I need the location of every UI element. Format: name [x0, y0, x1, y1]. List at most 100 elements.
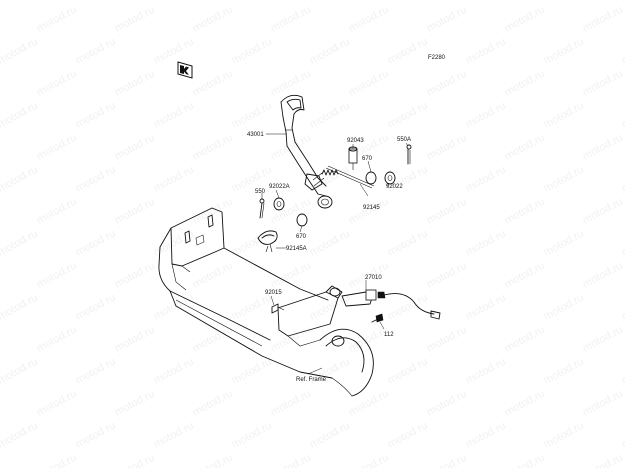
- o-ring-upper: [365, 171, 377, 185]
- kawasaki-river-mark-icon: [177, 61, 193, 79]
- watermark-text: motod.ru: [308, 0, 352, 3]
- watermark-text: motod.ru: [113, 4, 157, 35]
- watermark-text: motod.ru: [425, 68, 469, 99]
- label-92015: 92015: [265, 290, 282, 296]
- watermark-text: motod.ru: [425, 324, 469, 355]
- watermark-text: motod.ru: [347, 68, 391, 99]
- watermark-text: motod.ru: [503, 4, 547, 35]
- watermark-text: motod.ru: [191, 132, 235, 163]
- watermark-text: motod.ru: [230, 420, 274, 451]
- watermark-text: motod.ru: [35, 4, 79, 35]
- watermark-text: motod.ru: [0, 36, 40, 67]
- watermark-text: motod.ru: [230, 36, 274, 67]
- watermark-text: motod.ru: [0, 292, 40, 323]
- watermark-text: motod.ru: [0, 68, 1, 99]
- leader-lines: [261, 133, 409, 375]
- watermark-text: motod.ru: [386, 356, 430, 387]
- watermark-text: motod.ru: [0, 324, 1, 355]
- label-112: 112: [384, 332, 394, 338]
- watermark-text: motod.ru: [191, 324, 235, 355]
- watermark-text: motod.ru: [74, 356, 118, 387]
- watermark-text: motod.ru: [620, 100, 625, 131]
- watermark-text: motod.ru: [464, 228, 508, 259]
- watermark-text: motod.ru: [425, 196, 469, 227]
- watermark-text: motod.ru: [386, 36, 430, 67]
- watermark-text: motod.ru: [542, 356, 586, 387]
- watermark-text: motod.ru: [191, 4, 235, 35]
- watermark-text: motod.ru: [191, 68, 235, 99]
- watermark-text: motod.ru: [386, 420, 430, 451]
- watermark-text: motod.ru: [542, 164, 586, 195]
- cotter-pin-lower: [259, 198, 265, 219]
- watermark-text: motod.ru: [230, 356, 274, 387]
- watermark-text: motod.ru: [113, 68, 157, 99]
- watermark-text: motod.ru: [620, 0, 625, 3]
- watermark-text: motod.ru: [308, 100, 352, 131]
- watermark-text: motod.ru: [542, 228, 586, 259]
- watermark-text: motod.ru: [464, 100, 508, 131]
- watermark-text: motod.ru: [620, 292, 625, 323]
- watermark-text: motod.ru: [386, 164, 430, 195]
- label-27010: 27010: [365, 275, 382, 281]
- label-ref-frame: Ref. Frame: [296, 377, 327, 383]
- watermark-text: motod.ru: [113, 452, 157, 468]
- watermark-text: motod.ru: [113, 132, 157, 163]
- watermark-text: motod.ru: [347, 4, 391, 35]
- watermark-text: motod.ru: [464, 420, 508, 451]
- watermark-text: motod.ru: [230, 100, 274, 131]
- watermark-text: motod.ru: [35, 196, 79, 227]
- watermark-text: motod.ru: [503, 132, 547, 163]
- watermark-text: motod.ru: [581, 452, 625, 468]
- watermark-text: motod.ru: [113, 388, 157, 419]
- label-670-upper: 670: [362, 156, 373, 162]
- watermark-text: motod.ru: [0, 0, 40, 3]
- watermark-text: motod.ru: [581, 260, 625, 291]
- watermark-text: motod.ru: [308, 420, 352, 451]
- watermark-text: motod.ru: [464, 292, 508, 323]
- watermark-text: motod.ru: [308, 36, 352, 67]
- watermark-text: motod.ru: [503, 68, 547, 99]
- watermark-text: motod.ru: [0, 420, 40, 451]
- watermark-text: motod.ru: [0, 4, 1, 35]
- watermark-text: motod.ru: [503, 196, 547, 227]
- watermark-text: motod.ru: [0, 388, 1, 419]
- watermark-text: motod.ru: [152, 0, 196, 3]
- watermark-text: motod.ru: [386, 100, 430, 131]
- watermark-text: motod.ru: [74, 420, 118, 451]
- watermark-text: motod.ru: [542, 36, 586, 67]
- watermark-text: motod.ru: [620, 164, 625, 195]
- watermark-text: motod.ru: [269, 260, 313, 291]
- watermark-text: motod.ru: [620, 228, 625, 259]
- watermark-text: motod.ru: [464, 356, 508, 387]
- watermark-text: motod.ru: [425, 260, 469, 291]
- watermark-text: motod.ru: [0, 196, 1, 227]
- part-labels: 43001 92043 550A 670 92022A 92022 550 92…: [247, 132, 411, 383]
- watermark-text: motod.ru: [347, 452, 391, 468]
- watermark-text: motod.ru: [74, 292, 118, 323]
- label-92043: 92043: [347, 138, 364, 144]
- watermark-text: motod.ru: [35, 324, 79, 355]
- cotter-pin-upper: [406, 144, 412, 165]
- watermark-text: motod.ru: [152, 164, 196, 195]
- watermark-text: motod.ru: [542, 0, 586, 3]
- diagram-code: F2280: [428, 55, 446, 61]
- watermark-text: motod.ru: [464, 164, 508, 195]
- watermark-text: motod.ru: [74, 100, 118, 131]
- watermark-text: motod.ru: [425, 388, 469, 419]
- watermark-text: motod.ru: [542, 292, 586, 323]
- watermark-text: motod.ru: [581, 4, 625, 35]
- watermark-text: motod.ru: [503, 324, 547, 355]
- watermark-text: motod.ru: [191, 260, 235, 291]
- watermark-text: motod.ru: [269, 324, 313, 355]
- washer-92022a: [273, 197, 285, 211]
- watermark-text: motod.ru: [503, 452, 547, 468]
- watermark-text: motod.ru: [152, 36, 196, 67]
- pivot-pin: [348, 146, 358, 170]
- watermark-text: motod.ru: [269, 388, 313, 419]
- label-550a: 550A: [397, 137, 411, 143]
- label-670-lower: 670: [296, 234, 307, 240]
- watermark-text: motod.ru: [503, 260, 547, 291]
- watermark-text: motod.ru: [269, 4, 313, 35]
- watermark-text: motod.ru: [191, 388, 235, 419]
